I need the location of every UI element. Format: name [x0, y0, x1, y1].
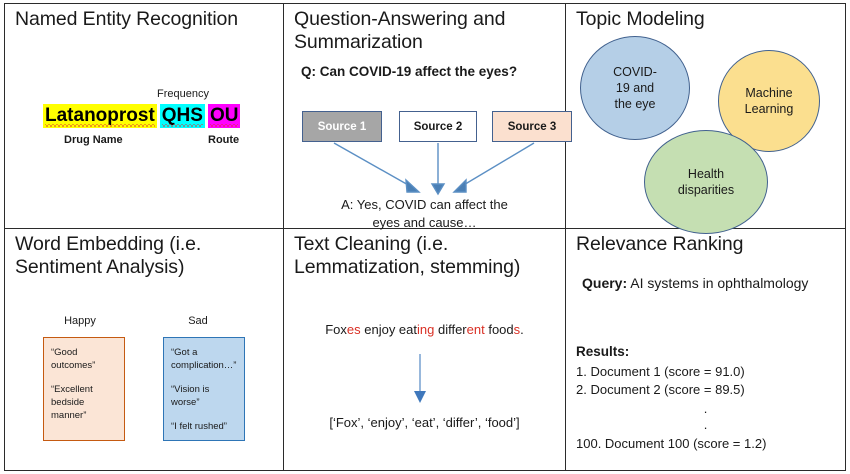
sad-quote-2: “Vision is worse”	[171, 384, 210, 408]
topic-bubble-covid-and-the-eye: COVID- 19 and the eye	[580, 36, 690, 140]
text-cleaning-down-arrow	[414, 354, 426, 403]
word-embedding-happy-box: “Good outcomes” “Excellent bedside manne…	[43, 337, 125, 441]
panel-topic-modeling: Topic Modeling COVID- 19 and the eye Mac…	[566, 4, 845, 234]
panel-title-relevance-ranking: Relevance Ranking	[576, 233, 744, 255]
segment-7: s	[513, 322, 521, 337]
qa-source-box-1: Source 1	[302, 111, 382, 142]
ner-token-route: OU	[207, 104, 241, 128]
ner-drug-name-label: Drug Name	[64, 134, 123, 146]
panel-word-embedding: Word Embedding (i.e. Sentiment Analysis)…	[5, 229, 283, 470]
topic-bubble-machine-learning: Machine Learning	[718, 50, 820, 152]
grid-horizontal-divider	[4, 228, 846, 229]
text-cleaning-input-sentence: Foxes enjoy eating different foods.	[284, 322, 565, 337]
ner-frequency-label: Frequency	[157, 88, 209, 100]
segment-0: Fox	[325, 322, 347, 337]
relevance-result-row-1: 1. Document 1 (score = 91.0)	[576, 364, 745, 379]
ner-token-drug: Latanoprost	[43, 104, 157, 128]
topic-bubble-health-disparities: Health disparities	[644, 130, 768, 234]
panel-title-word-embedding: Word Embedding (i.e. Sentiment Analysis)	[15, 233, 202, 278]
segment-5: ent	[466, 322, 485, 337]
figure-outer-frame	[4, 3, 846, 471]
ner-route-label: Route	[208, 134, 240, 146]
segment-3: ing	[417, 322, 435, 337]
relevance-ellipsis-dot-1: .	[703, 401, 708, 416]
relevance-query-text: AI systems in ophthalmology	[627, 275, 809, 291]
grid-vertical-divider-2	[565, 3, 566, 471]
happy-quote-2: “Excellent bedside manner”	[51, 384, 93, 421]
panel-text-cleaning: Text Cleaning (i.e. Lemmatization, stemm…	[284, 229, 565, 470]
panel-title-topic-modeling: Topic Modeling	[576, 8, 705, 30]
happy-quote-1: “Good outcomes”	[51, 347, 96, 371]
relevance-results-label: Results:	[576, 344, 630, 359]
segment-1: es	[346, 322, 361, 337]
grid-vertical-divider-1	[283, 3, 284, 471]
segment-4: differ	[434, 322, 467, 337]
ner-token-frequency: QHS	[159, 104, 205, 128]
relevance-ellipsis-dot-2: .	[703, 417, 708, 432]
sad-quote-3: “I felt rushed”	[171, 421, 227, 432]
relevance-result-row-last: 100. Document 100 (score = 1.2)	[576, 436, 767, 451]
panel-title-text-cleaning: Text Cleaning (i.e. Lemmatization, stemm…	[294, 233, 521, 278]
word-embedding-happy-label: Happy	[64, 315, 96, 327]
qa-source-box-3: Source 3	[492, 111, 572, 142]
ner-annotated-sentence: Latanoprost QHS OU	[43, 104, 241, 128]
word-embedding-sad-box: “Got a complication…” “Vision is worse” …	[163, 337, 245, 441]
panel-relevance-ranking: Relevance Ranking Query: AI systems in o…	[566, 229, 845, 470]
panel-title-question-answering: Question-Answering and Summarization	[294, 8, 506, 53]
panel-title-named-entity-recognition: Named Entity Recognition	[15, 8, 239, 30]
word-embedding-sad-label: Sad	[188, 315, 208, 327]
relevance-query-label: Query:	[582, 275, 628, 291]
text-cleaning-output-tokens: [‘Fox’, ‘enjoy’, ‘eat’, ‘differ’, ‘food’…	[329, 415, 520, 430]
relevance-result-row-2: 2. Document 2 (score = 89.5)	[576, 382, 745, 397]
qa-source-box-2: Source 2	[399, 111, 477, 142]
sad-quote-1: “Got a complication…”	[171, 347, 237, 371]
segment-2: enjoy eat	[360, 322, 417, 337]
relevance-query-line: Query: AI systems in ophthalmology	[582, 273, 832, 293]
qa-convergence-arrows	[333, 142, 535, 196]
panel-question-answering: Question-Answering and Summarization Q: …	[284, 4, 572, 230]
qa-question-text: Q: Can COVID-19 affect the eyes?	[301, 64, 518, 79]
panel-named-entity-recognition: Named Entity Recognition Frequency Latan…	[5, 4, 283, 228]
segment-8: .	[520, 322, 524, 337]
qa-answer-text: A: Yes, COVID can affect the eyes and ca…	[341, 197, 508, 230]
segment-6: food	[484, 322, 514, 337]
